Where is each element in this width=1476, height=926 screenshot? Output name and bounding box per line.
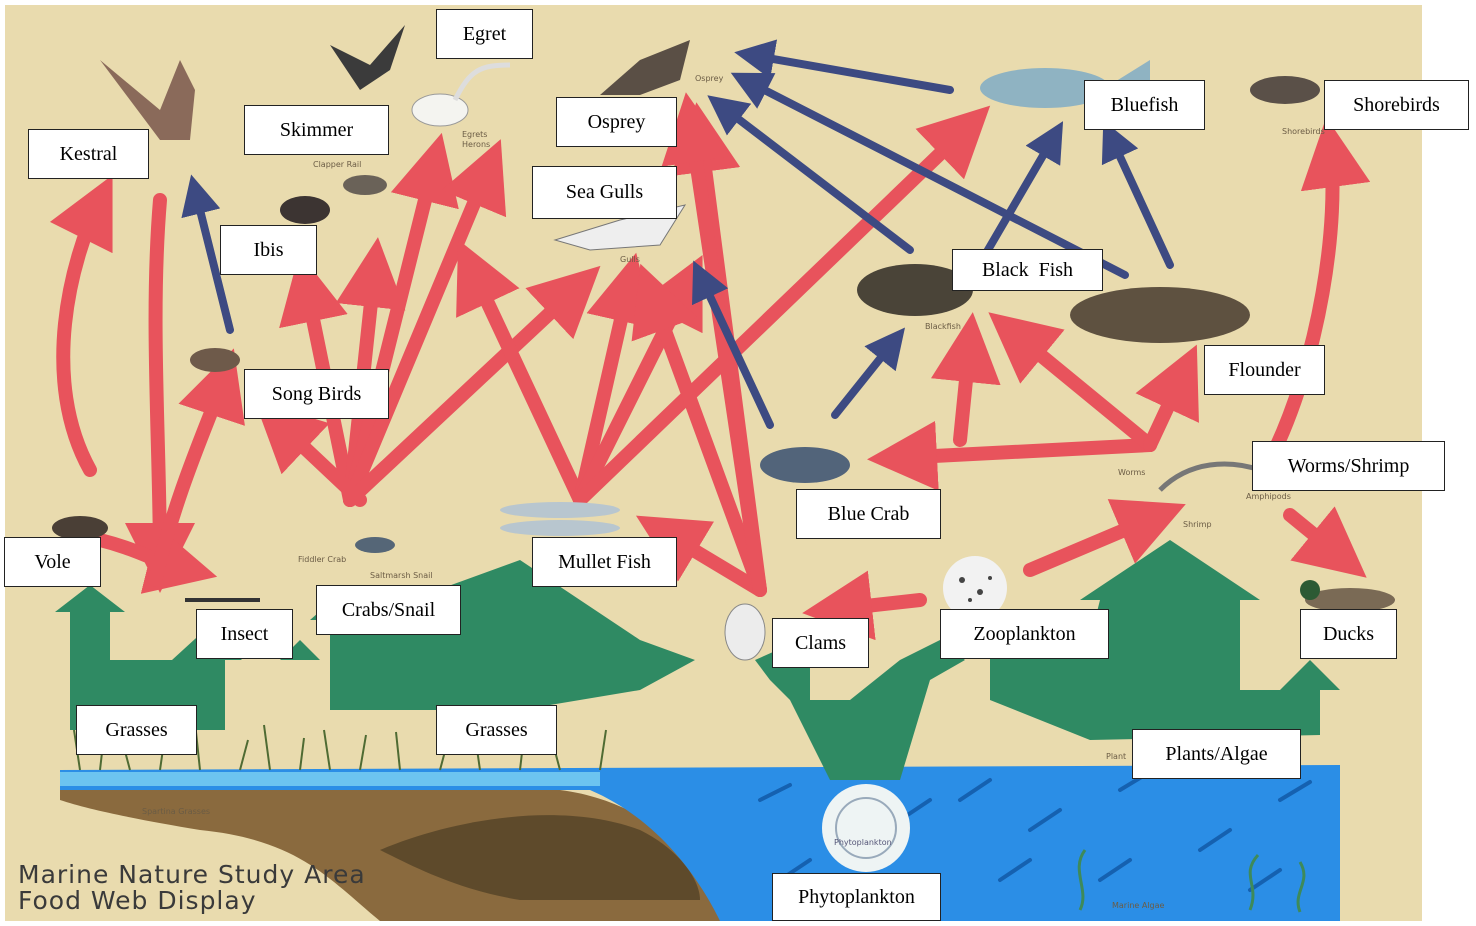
printed-label-spartina-grasses: Spartina Grasses xyxy=(142,807,211,816)
label-egret: Egret xyxy=(436,9,533,59)
display-title-line-2: Food Web Display xyxy=(18,886,257,915)
printed-label-shrimp: Shrimp xyxy=(1183,520,1212,529)
printed-label-marine-algae: Marine Algae xyxy=(1112,901,1165,910)
label-osprey: Osprey xyxy=(556,97,677,147)
label-worms-shrimp: Worms/Shrimp xyxy=(1252,441,1445,491)
label-black-fish: Black Fish xyxy=(952,249,1103,291)
label-ibis: Ibis xyxy=(220,225,317,275)
printed-label-plant: Plant xyxy=(1106,752,1127,761)
label-shorebirds: Shorebirds xyxy=(1324,80,1469,130)
printed-label-saltmarsh-snail: Saltmarsh Snail xyxy=(370,571,433,580)
blue-consumer-arrows xyxy=(181,39,1174,429)
mud-shadow xyxy=(380,815,700,900)
printed-label-worms: Worms xyxy=(1118,468,1146,477)
red-consumer-arrows xyxy=(49,92,1371,641)
label-kestral: Kestral xyxy=(28,129,149,179)
label-crabs-snail: Crabs/Snail xyxy=(316,585,461,635)
display-title-line-1: Marine Nature Study Area xyxy=(18,860,366,889)
printed-label-phytoplankton: Phytoplankton xyxy=(834,838,892,847)
water xyxy=(60,765,1340,921)
label-skimmer: Skimmer xyxy=(244,105,389,155)
zooplankton-circle xyxy=(943,556,1007,620)
label-vole: Vole xyxy=(4,537,101,587)
printed-label-fiddler-crab: Fiddler Crab xyxy=(298,555,347,564)
phytoplankton-circle xyxy=(822,784,910,872)
animal-silhouettes xyxy=(52,25,1395,661)
printed-label-shorebirds: Shorebirds xyxy=(1282,127,1325,136)
printed-label-egrets-herons: Egrets Herons xyxy=(462,130,491,149)
green-producer-arrows xyxy=(55,540,1340,780)
printed-label-clapper-rail: Clapper Rail xyxy=(313,160,362,169)
printed-label-blackfish: Blackfish xyxy=(925,322,961,331)
label-mullet-fish: Mullet Fish xyxy=(532,537,677,587)
label-song-birds: Song Birds xyxy=(244,369,389,419)
label-zooplankton: Zooplankton xyxy=(940,609,1109,659)
label-blue-crab: Blue Crab xyxy=(796,489,941,539)
label-flounder: Flounder xyxy=(1204,345,1325,395)
label-grasses-left: Grasses xyxy=(76,705,197,755)
label-insect: Insect xyxy=(196,609,293,659)
printed-label-amphipods: Amphipods xyxy=(1246,492,1291,501)
label-ducks: Ducks xyxy=(1300,609,1397,659)
printed-label-osprey: Osprey xyxy=(695,74,724,83)
label-bluefish: Bluefish xyxy=(1084,80,1205,130)
label-sea-gulls: Sea Gulls xyxy=(532,166,677,219)
printed-label-gulls: Gulls xyxy=(620,255,640,264)
water-shallow xyxy=(60,772,600,786)
label-plants-algae: Plants/Algae xyxy=(1132,729,1301,779)
label-phytoplankton: Phytoplankton xyxy=(772,873,941,921)
label-clams: Clams xyxy=(772,618,869,668)
label-grasses-right: Grasses xyxy=(436,705,557,755)
